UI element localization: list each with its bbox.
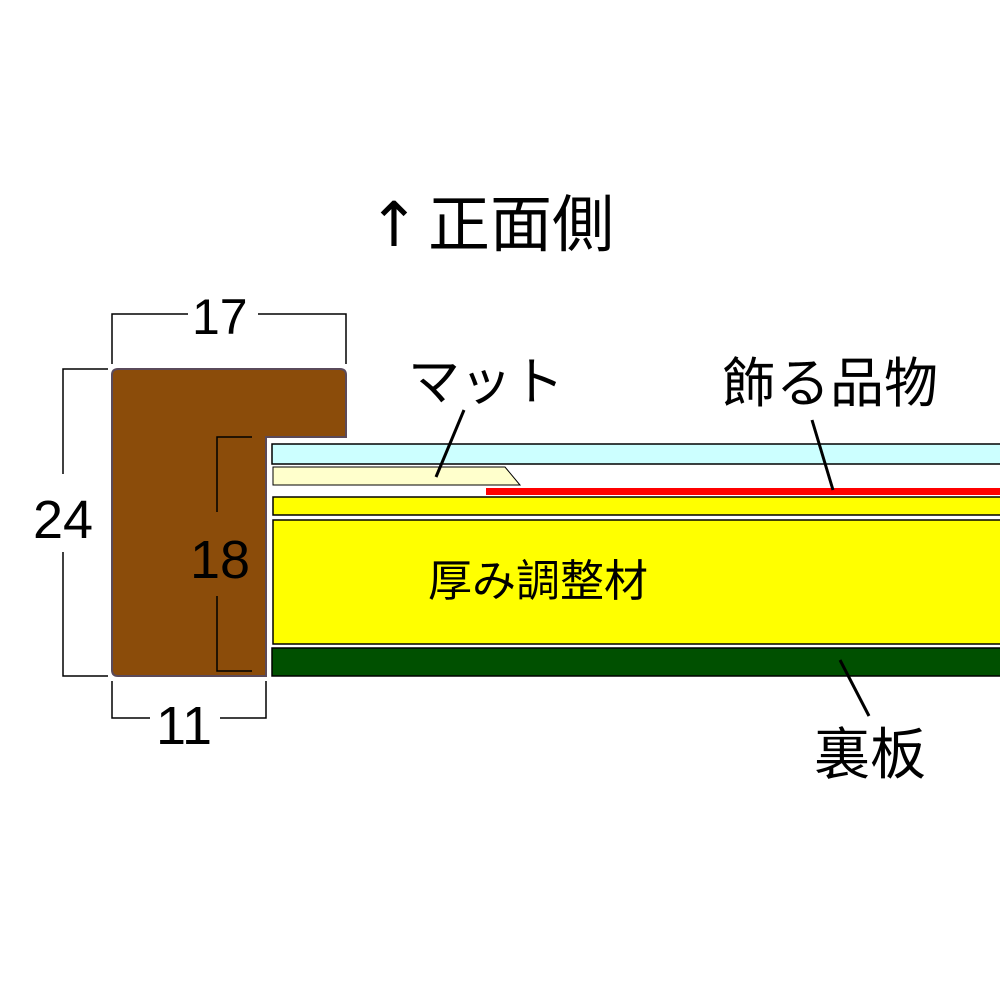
spacer-thin-layer [272, 496, 1000, 516]
spacer-label: 厚み調整材 [428, 556, 648, 607]
artwork-label: 飾る品物 [722, 352, 938, 415]
mat-label: マット [408, 353, 564, 413]
dimension-frame-width-label: 17 [192, 289, 248, 345]
backing-board-leader-line [838, 659, 871, 717]
glass-layer [271, 443, 1000, 465]
dimension-rabbet-depth-label: 18 [190, 530, 250, 590]
dimension-frame-width [111, 313, 347, 364]
spacer-thick-layer [272, 519, 1000, 645]
front-side-title: ↑ 正面側 [368, 188, 614, 261]
backing-board-layer [271, 647, 1000, 677]
mat-leader-line [434, 409, 466, 478]
dimension-rabbet-width [111, 681, 267, 719]
mat-layer [272, 466, 522, 486]
dimension-frame-height-label: 24 [33, 490, 93, 550]
dimension-rabbet-width-label: 11 [156, 696, 212, 756]
title-text: 正面側 [428, 188, 614, 261]
frame-profile [111, 368, 347, 677]
artwork-leader-line [810, 419, 835, 491]
dimension-rabbet-depth [216, 436, 252, 672]
backing-board-label: 裏板 [814, 723, 926, 788]
up-arrow-icon: ↑ [368, 188, 420, 261]
artwork-layer [486, 488, 1000, 495]
dimension-frame-height [62, 368, 108, 677]
